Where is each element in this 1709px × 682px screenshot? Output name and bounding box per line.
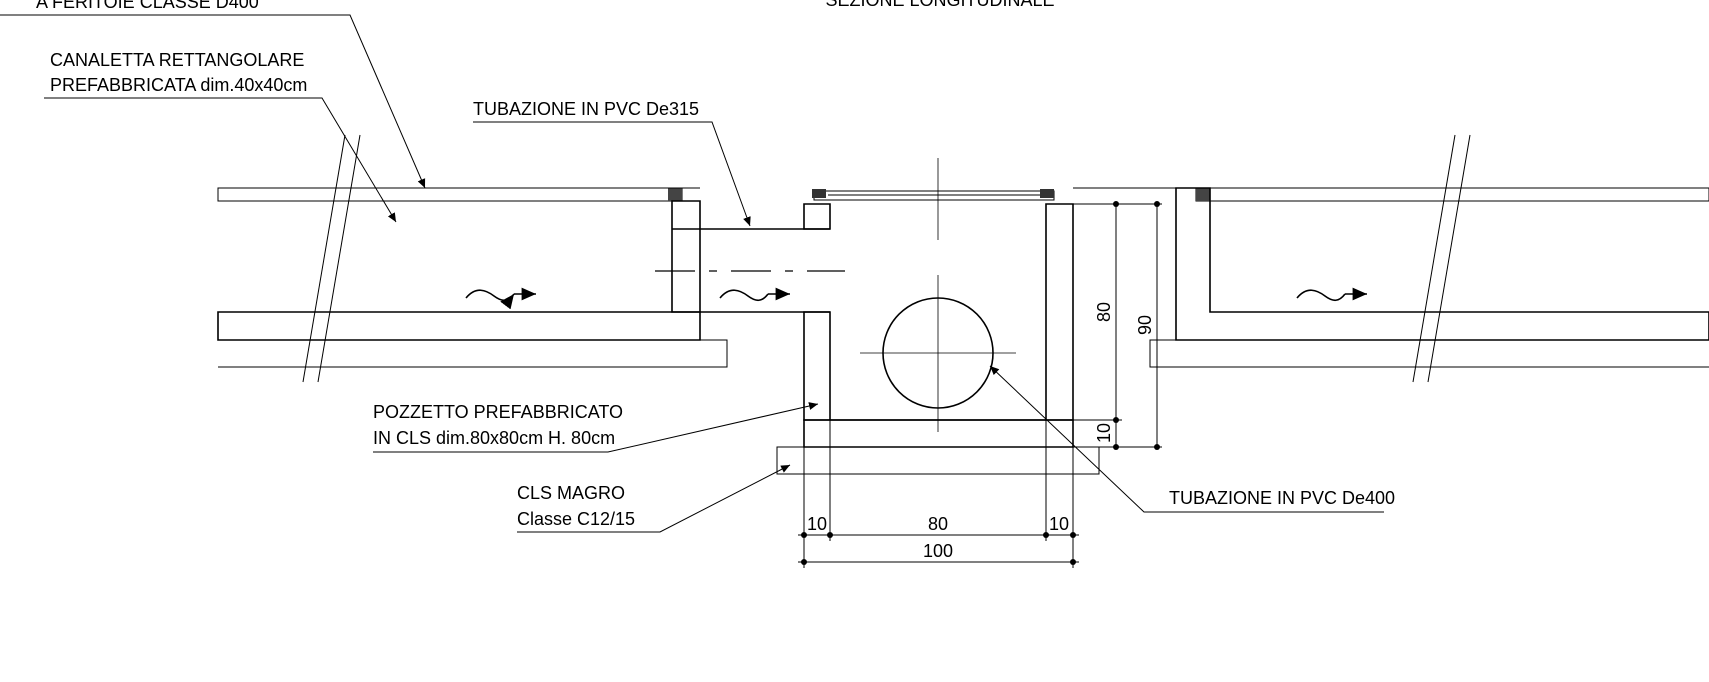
drawing-title: SEZIONE LONGITUDINALE (825, 0, 1054, 10)
manhole (776, 158, 1100, 475)
flow-direction-icon (465, 287, 536, 310)
label-pipe-in: TUBAZIONE IN PVC De315 (473, 99, 699, 119)
left-channel (217, 187, 728, 368)
left-channel-bottom (217, 311, 701, 341)
left-grate-end (668, 188, 682, 201)
flow-direction-icon (719, 287, 790, 302)
dim-total-height: 90 (1135, 315, 1155, 335)
dim-wall-left: 10 (807, 514, 827, 534)
label-lean-line1: CLS MAGRO (517, 483, 625, 503)
right-grate (1195, 187, 1709, 202)
break-line-icon (1412, 134, 1471, 383)
dimension-lines (798, 201, 1162, 568)
label-manhole-line1: POZZETTO PREFABBRICATO (373, 402, 623, 422)
flow-direction-icon (1296, 287, 1367, 302)
label-manhole-line2: IN CLS dim.80x80cm H. 80cm (373, 428, 615, 448)
leader-lines (0, 14, 1384, 533)
left-channel-wall (671, 200, 701, 313)
dim-total-width: 100 (923, 541, 953, 561)
left-grate (217, 187, 683, 202)
dim-base-thickness: 10 (1094, 423, 1114, 443)
label-pipe-out: TUBAZIONE IN PVC De400 (1169, 488, 1395, 508)
dim-inner-height: 80 (1094, 302, 1114, 322)
label-channel-line2: PREFABBRICATA dim.40x40cm (50, 75, 307, 95)
manhole-base (803, 419, 1074, 448)
lean-concrete (776, 446, 1100, 475)
manhole-right-wall (1045, 203, 1074, 421)
manhole-left-wall (803, 203, 831, 230)
dim-inner-width: 80 (928, 514, 948, 534)
break-line-icon (302, 134, 361, 383)
label-channel-line1: CANALETTA RETTANGOLARE (50, 50, 304, 70)
label-grate: A FERITOIE CLASSE D400 (36, 0, 259, 12)
pipe-de315 (655, 228, 845, 313)
dim-wall-right: 10 (1049, 514, 1069, 534)
label-lean-line2: Classe C12/15 (517, 509, 635, 529)
right-channel (1073, 187, 1709, 368)
